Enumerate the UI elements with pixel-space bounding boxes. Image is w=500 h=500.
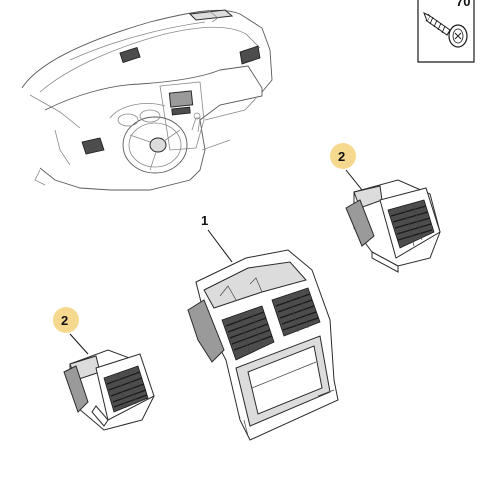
screw-icon	[423, 11, 468, 48]
callout-number: 1	[201, 213, 208, 228]
callout-number: 2	[338, 149, 345, 164]
callout-bubble	[53, 307, 79, 333]
callout-number: 2	[61, 313, 68, 328]
screw-ref-number: 70	[456, 0, 470, 9]
center-vent-panel	[187, 249, 339, 441]
callout-2-left: 2	[53, 307, 89, 355]
callout-2-right: 2	[330, 143, 363, 191]
callout-1: 1	[201, 213, 233, 263]
callout-bubble	[330, 143, 356, 169]
side-air-vent-left	[63, 349, 155, 431]
screw-reference-box: 70	[417, 0, 475, 63]
dashboard-overview	[21, 9, 273, 191]
side-air-vent-right	[345, 179, 441, 273]
